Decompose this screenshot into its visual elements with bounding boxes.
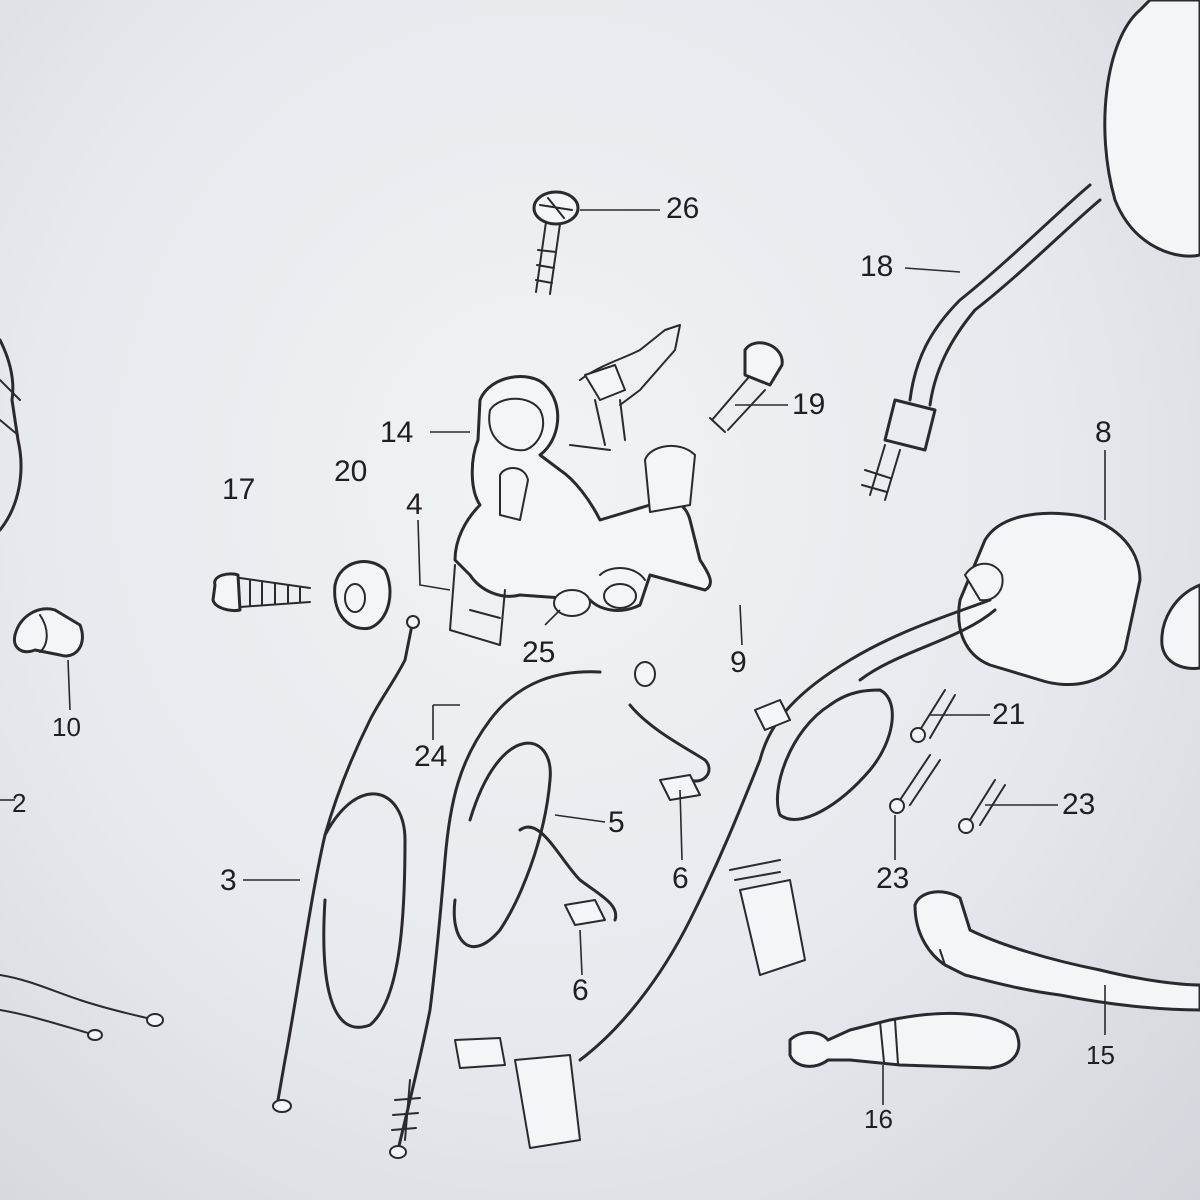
callout-5: 5 [608, 806, 625, 839]
part-right-edge-cap [1160, 583, 1200, 670]
part-clamp-10 [12, 607, 84, 711]
callout-23-right: 23 [1062, 788, 1096, 821]
callout-25: 25 [522, 636, 556, 669]
callout-26: 26 [666, 192, 700, 225]
part-pin-17 [211, 572, 311, 612]
callout-14: 14 [380, 416, 414, 449]
callout-8: 8 [1095, 416, 1112, 449]
part-cables [272, 615, 711, 1159]
part-left-edge [0, 338, 23, 532]
callout-2: 2 [12, 788, 27, 818]
callout-9: 9 [730, 646, 747, 679]
part-bolt-26 [532, 190, 580, 295]
part-lever-holder [449, 324, 712, 646]
callout-23-lower: 23 [876, 862, 910, 895]
part-mirror [861, 0, 1200, 501]
callout-17: 17 [222, 473, 256, 506]
part-bolt-19 [709, 341, 784, 433]
callout-4: 4 [406, 488, 423, 521]
callout-3: 3 [220, 864, 237, 897]
part-cable-ends-left [0, 974, 164, 1041]
callout-18: 18 [860, 250, 894, 283]
callout-15: 15 [1086, 1040, 1115, 1070]
callout-19: 19 [792, 388, 826, 421]
callout-10: 10 [52, 712, 81, 742]
callout-21: 21 [992, 698, 1026, 731]
callout-6-lower: 6 [572, 974, 589, 1007]
callout-6-upper: 6 [672, 862, 689, 895]
part-switch-housing [454, 511, 1142, 1149]
leader-lines [0, 209, 1106, 1105]
callout-20: 20 [334, 455, 368, 488]
part-bolts-21-23 [889, 689, 1006, 834]
callout-16: 16 [864, 1104, 893, 1134]
callout-24: 24 [414, 740, 448, 773]
part-nut-20 [333, 560, 392, 631]
part-grip-16 [788, 1011, 1021, 1070]
part-lever-15 [913, 890, 1200, 1012]
